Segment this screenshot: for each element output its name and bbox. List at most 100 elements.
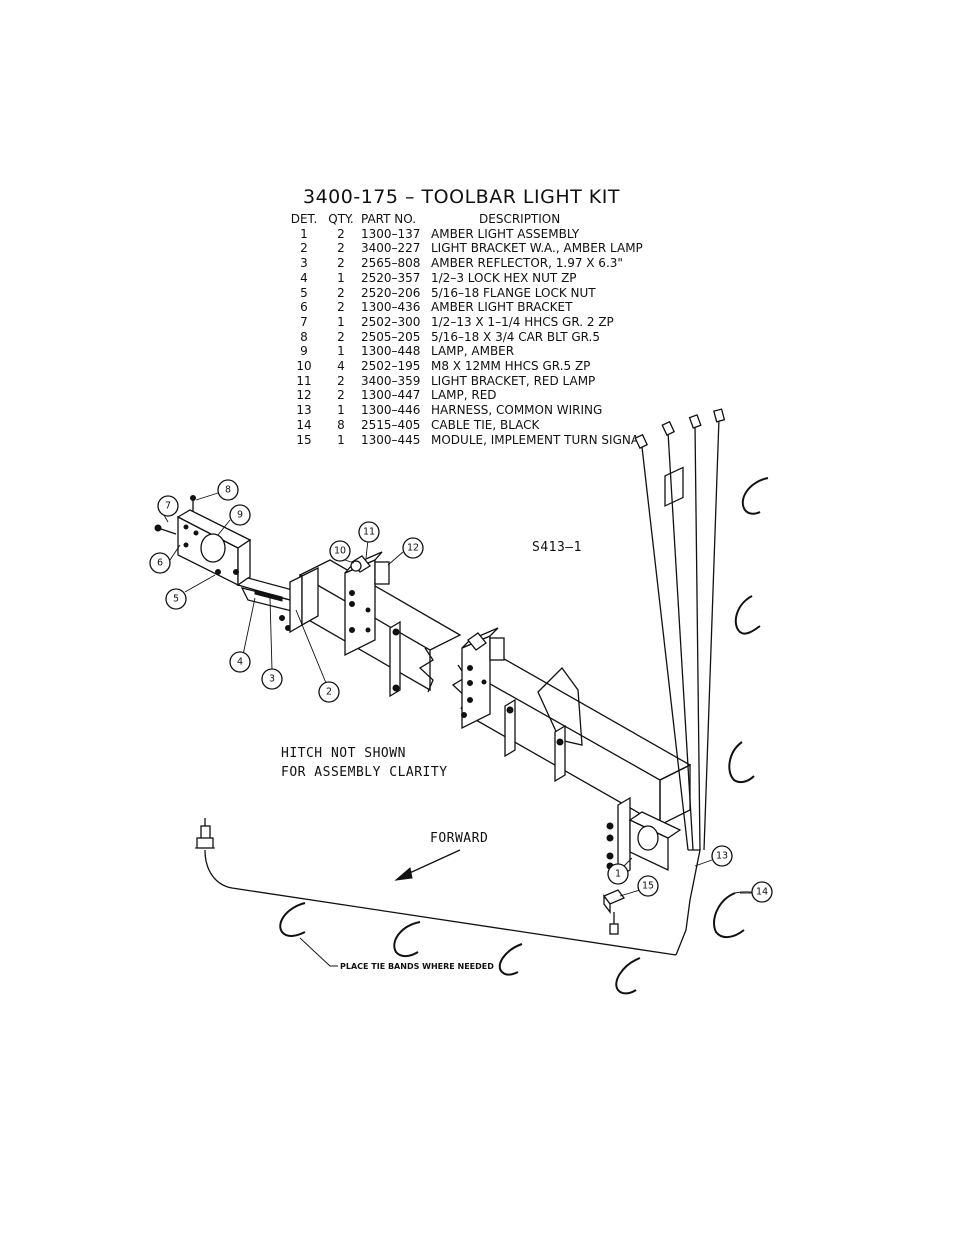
hitch-note-line2: FOR ASSEMBLY CLARITY [281, 765, 448, 780]
row-desc: MODULE, IMPLEMENT TURN SIGNAL [431, 432, 646, 447]
svg-text:12: 12 [407, 543, 419, 554]
forward-arrow [394, 849, 461, 881]
row-part: 3400–359 [361, 373, 421, 388]
callout-2: 2 [318, 681, 340, 703]
row-desc: AMBER LIGHT ASSEMBLY [431, 226, 580, 241]
row-desc: HARNESS, COMMON WIRING [431, 403, 603, 418]
row-qty: 2 [337, 300, 345, 315]
row-qty: 1 [337, 344, 345, 359]
right-light-assembly [602, 796, 682, 935]
tie-note: PLACE TIE BANDS WHERE NEEDED [340, 962, 494, 971]
row-desc: CABLE TIE, BLACK [431, 417, 540, 432]
table-row: 4 1 2520–357 1/2–3 LOCK HEX NUT ZP [287, 271, 646, 286]
callout-14: 14 [751, 881, 773, 903]
row-det: 4 [300, 270, 308, 285]
harness-leads [634, 408, 726, 956]
row-det: 6 [300, 300, 308, 315]
row-part: 1300–448 [361, 344, 421, 359]
header-det: DET. [290, 212, 318, 226]
header-part: PART NO. [361, 212, 417, 226]
row-qty: 1 [337, 314, 345, 329]
main-harness [195, 818, 677, 956]
row-det: 7 [300, 314, 308, 329]
row-desc: 5/16–18 X 3/4 CAR BLT GR.5 [431, 329, 601, 344]
svg-text:2: 2 [326, 687, 332, 698]
svg-text:15: 15 [642, 881, 654, 892]
row-det: 3 [300, 256, 308, 271]
red-lamp-bracket-right [461, 627, 566, 783]
header-qty: QTY. [328, 212, 354, 226]
callout-1: 1 [607, 863, 629, 885]
row-part: 2502–195 [361, 359, 421, 374]
row-desc: LIGHT BRACKET, RED LAMP [431, 373, 596, 388]
parts-table-header: DET. QTY. PART NO. DESCRIPTION [287, 212, 646, 227]
svg-text:5: 5 [173, 594, 179, 605]
row-det: 14 [296, 417, 312, 432]
callout-leaders [163, 492, 752, 897]
row-desc: 1/2–3 LOCK HEX NUT ZP [431, 270, 577, 285]
row-part: 2565–808 [361, 256, 421, 271]
svg-text:8: 8 [225, 485, 231, 496]
table-row: 1 2 1300–137 AMBER LIGHT ASSEMBLY [287, 227, 646, 242]
row-part: 3400–227 [361, 241, 421, 256]
svg-text:1: 1 [615, 869, 621, 880]
table-row: 9 1 1300–448 LAMP, AMBER [287, 344, 646, 359]
row-desc: M8 X 12MM HHCS GR.5 ZP [431, 359, 591, 374]
row-qty: 1 [337, 270, 345, 285]
svg-text:13: 13 [716, 851, 728, 862]
svg-text:10: 10 [334, 546, 346, 557]
row-desc: 5/16–18 FLANGE LOCK NUT [431, 285, 596, 300]
row-part: 1300–447 [361, 388, 421, 403]
row-det: 1 [300, 226, 308, 241]
row-det: 9 [300, 344, 308, 359]
row-det: 15 [296, 432, 312, 447]
row-qty: 1 [337, 403, 345, 418]
callout-9: 9 [229, 504, 251, 526]
svg-text:9: 9 [237, 510, 243, 521]
table-row: 3 2 2565–808 AMBER REFLECTOR, 1.97 X 6.3" [287, 256, 646, 271]
row-part: 2520–357 [361, 270, 421, 285]
row-det: 13 [296, 403, 312, 418]
callout-8: 8 [217, 479, 239, 501]
row-qty: 2 [337, 241, 345, 256]
red-lamp-bracket-left [344, 551, 401, 698]
svg-text:6: 6 [157, 558, 163, 569]
row-desc: AMBER LIGHT BRACKET [431, 300, 573, 315]
row-det: 5 [300, 285, 308, 300]
svg-text:3: 3 [269, 674, 275, 685]
callout-12: 12 [402, 537, 424, 559]
row-part: 2520–206 [361, 285, 421, 300]
row-desc: AMBER REFLECTOR, 1.97 X 6.3" [431, 256, 623, 271]
row-qty: 2 [337, 373, 345, 388]
svg-text:14: 14 [756, 887, 768, 898]
drawing-id: S413–1 [532, 540, 582, 555]
row-det: 10 [296, 359, 312, 374]
row-part: 1300–137 [361, 226, 421, 241]
callout-4: 4 [229, 651, 251, 673]
row-part: 1300–436 [361, 300, 421, 315]
row-qty: 2 [337, 226, 345, 241]
callout-3: 3 [261, 668, 283, 690]
table-row: 6 2 1300–436 AMBER LIGHT BRACKET [287, 300, 646, 315]
row-qty: 2 [337, 256, 345, 271]
callout-13: 13 [711, 845, 733, 867]
row-qty: 2 [337, 388, 345, 403]
tie-note-leader [299, 937, 338, 967]
callout-5: 5 [165, 588, 187, 610]
row-part: 2502–300 [361, 314, 421, 329]
left-light-assembly [154, 495, 319, 634]
row-det: 11 [296, 373, 312, 388]
row-qty: 1 [337, 432, 345, 447]
table-row: 11 2 3400–359 LIGHT BRACKET, RED LAMP [287, 374, 646, 389]
row-desc: LAMP, AMBER [431, 344, 515, 359]
